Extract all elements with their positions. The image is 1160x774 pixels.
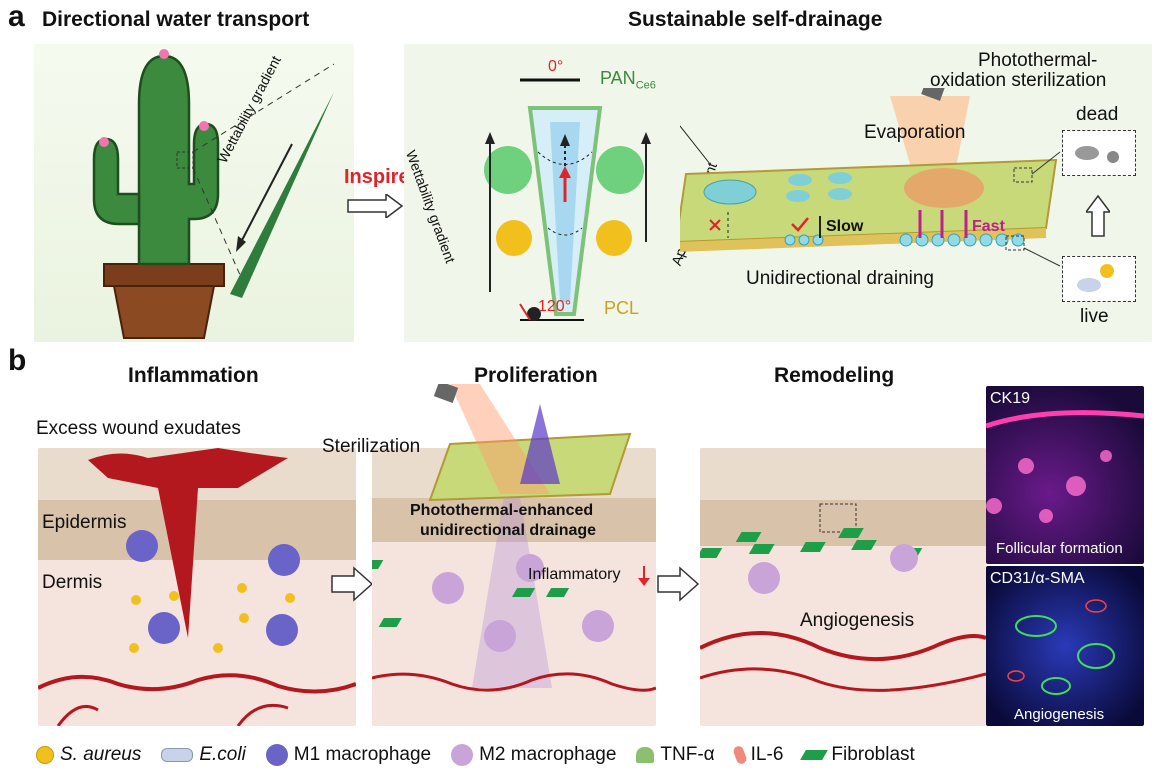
dressing-illustration bbox=[428, 384, 632, 502]
evaporation-label: Evaporation bbox=[864, 122, 966, 143]
photothermal-label-2: oxidation sterilization bbox=[930, 70, 1107, 91]
dead-bacteria-icon bbox=[1075, 146, 1119, 163]
pcl-label: PCL bbox=[604, 298, 640, 318]
ck19-image bbox=[986, 386, 1144, 564]
legend-m2: M2 macrophage bbox=[451, 744, 616, 766]
fibroblast-icon bbox=[800, 750, 829, 760]
membrane-diagram bbox=[680, 88, 1061, 267]
tnf-icon bbox=[636, 747, 655, 763]
angiogenesis-image-label: Angiogenesis bbox=[1014, 706, 1105, 723]
live-to-dead-arrow bbox=[1086, 194, 1110, 237]
m1-macrophage-icon bbox=[265, 744, 288, 766]
inflammation-tissue-svg bbox=[38, 448, 356, 726]
title-sustainable-self-drainage: Sustainable self-drainage bbox=[628, 8, 883, 31]
cd31-label: CD31/α-SMA bbox=[990, 570, 1085, 587]
panel-b-letter: b bbox=[8, 344, 27, 377]
title-remodeling: Remodeling bbox=[774, 364, 895, 387]
legend-il6: IL-6 bbox=[731, 744, 784, 766]
excess-exudates-label: Excess wound exudates bbox=[36, 418, 241, 439]
legend-s-aureus: S. aureus bbox=[36, 744, 141, 766]
inspire-arrow bbox=[347, 194, 404, 218]
sterilization-label: Sterilization bbox=[322, 436, 421, 457]
title-proliferation: Proliferation bbox=[474, 364, 598, 387]
title-inflammation: Inflammation bbox=[128, 364, 259, 387]
inflammatory-down-arrow bbox=[638, 566, 650, 586]
il6-icon bbox=[731, 744, 748, 766]
pan-label: PANCe6 bbox=[600, 68, 656, 92]
angle-zero-label: 0° bbox=[548, 58, 564, 75]
legend-e-coli-label: E.coli bbox=[199, 744, 246, 765]
pan-text: PAN bbox=[600, 68, 636, 88]
m2-macrophage-icon bbox=[451, 744, 474, 766]
legend-e-coli: E.coli bbox=[161, 744, 246, 766]
legend-tnf-label: TNF-α bbox=[660, 744, 715, 765]
ck19-label: CK19 bbox=[990, 390, 1031, 407]
dead-bacteria-box bbox=[1062, 130, 1136, 176]
s-aureus-icon bbox=[36, 746, 54, 764]
angiogenesis-label: Angiogenesis bbox=[800, 610, 915, 631]
live-bacteria-icon bbox=[1077, 264, 1114, 292]
cd31-image bbox=[986, 566, 1144, 726]
slow-label: Slow bbox=[826, 218, 864, 235]
dead-label: dead bbox=[1076, 104, 1119, 125]
cd31-texture bbox=[1007, 599, 1115, 695]
pan-subscript: Ce6 bbox=[635, 79, 656, 92]
legend-tnf: TNF-α bbox=[636, 744, 715, 766]
remodeling-tissue-svg bbox=[700, 448, 986, 692]
legend-fibroblast-label: Fibroblast bbox=[831, 744, 915, 765]
live-bacteria-box bbox=[1062, 256, 1136, 302]
legend-m2-label: M2 macrophage bbox=[479, 744, 617, 765]
cactus-panel bbox=[34, 44, 354, 342]
legend-m1: M1 macrophage bbox=[265, 744, 432, 766]
title-directional-water-transport: Directional water transport bbox=[42, 8, 310, 31]
legend-s-aureus-label: S. aureus bbox=[60, 744, 142, 765]
inspire-label: Inspire bbox=[344, 166, 410, 188]
arrow-proliferation-to-remodeling bbox=[657, 566, 700, 602]
ck19-texture bbox=[986, 410, 1144, 523]
epidermis-label: Epidermis bbox=[42, 512, 127, 533]
legend-il6-label: IL-6 bbox=[750, 744, 784, 765]
legend: S. aureus E.coli M1 macrophage M2 macrop… bbox=[36, 740, 1156, 770]
legend-fibroblast: Fibroblast bbox=[800, 744, 915, 766]
panel-a-letter: a bbox=[8, 0, 25, 33]
remodeling-tissue bbox=[700, 448, 986, 726]
live-label: live bbox=[1080, 306, 1109, 327]
inflammatory-label: Inflammatory bbox=[528, 566, 621, 583]
angle-120-label: 120° bbox=[538, 298, 572, 315]
dermis-label: Dermis bbox=[42, 572, 103, 593]
fast-label: Fast bbox=[972, 218, 1005, 235]
photothermal-drainage-label-1: Photothermal-enhanced bbox=[410, 502, 594, 519]
legend-m1-label: M1 macrophage bbox=[293, 744, 432, 765]
photothermal-label-1: Photothermal- bbox=[978, 50, 1098, 71]
follicular-label: Follicular formation bbox=[996, 540, 1123, 557]
cactus-illustration bbox=[92, 49, 335, 339]
photothermal-drainage-label-2: unidirectional drainage bbox=[420, 522, 597, 539]
unidirectional-label: Unidirectional draining bbox=[746, 268, 934, 289]
e-coli-icon bbox=[161, 748, 194, 762]
funnel-diagram bbox=[484, 78, 651, 321]
inflammation-tissue bbox=[38, 448, 356, 726]
arrow-inflammation-to-proliferation bbox=[331, 566, 374, 602]
